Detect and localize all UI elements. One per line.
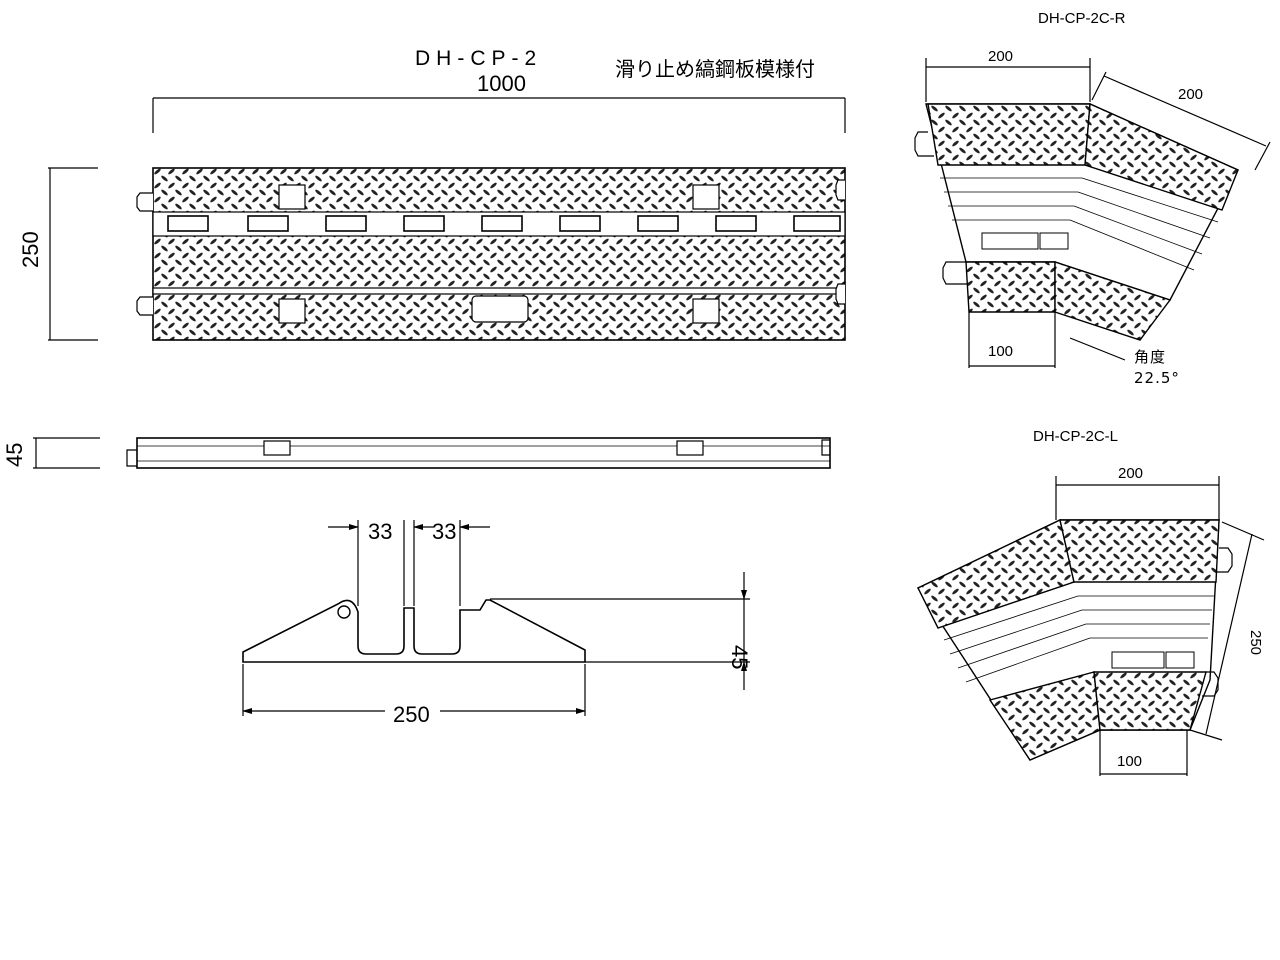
corner-right-angle-label: 角度 [1134,348,1166,366]
slot-row [167,215,841,232]
corner-right-dimensions [925,58,1271,368]
section-height-label: 45 [727,645,752,669]
main-top-view: DH-CP-2 滑り止め縞鋼板模様付 1000 250 [18,47,846,341]
section-outline [242,599,586,663]
corner-left-side-dim: 250 [1247,630,1264,655]
channel-left-label: 33 [368,519,392,544]
joint-tabs [136,179,845,316]
corner-left-model: DH-CP-2C-L [1033,428,1118,445]
section-view: 33 33 45 250 [242,519,752,727]
corner-right-view: DH-CP-2C-R 200 200 100 角度 22.5° [914,10,1271,387]
corner-left-top-dim: 200 [1118,465,1143,482]
channel-right-label: 33 [432,519,456,544]
side-height-label: 45 [2,443,27,467]
side-body [126,437,831,469]
section-width-dimension [242,664,586,716]
side-height-dimension [33,437,100,469]
corner-right-diag-dim: 200 [1178,86,1203,103]
hinge-pin [337,605,351,619]
main-width-label: 250 [18,231,43,268]
corner-right-top-dim: 200 [988,48,1013,65]
cable-protector-body [136,167,846,341]
corner-left-view: DH-CP-2C-L 200 250 100 [916,428,1265,776]
square-holes [278,184,720,324]
corner-right-bottom-dim: 100 [988,343,1013,360]
main-model-label: DH-CP-2 [415,47,542,70]
channel-dimensions [328,520,490,606]
corner-left-dimensions [1055,476,1265,776]
section-height-dimension [490,572,750,690]
corner-right-angle-value: 22.5° [1134,369,1180,387]
main-length-dimension [152,97,846,133]
main-width-dimension [48,167,98,341]
side-view: 45 [2,437,831,469]
corner-left-bottom-dim: 100 [1117,753,1142,770]
main-length-label: 1000 [477,71,526,96]
corner-left-body [916,518,1233,761]
corner-right-body [914,102,1239,341]
section-width-label: 250 [393,702,430,727]
main-note-label: 滑り止め縞鋼板模様付 [615,57,815,81]
corner-right-model: DH-CP-2C-R [1038,10,1126,27]
